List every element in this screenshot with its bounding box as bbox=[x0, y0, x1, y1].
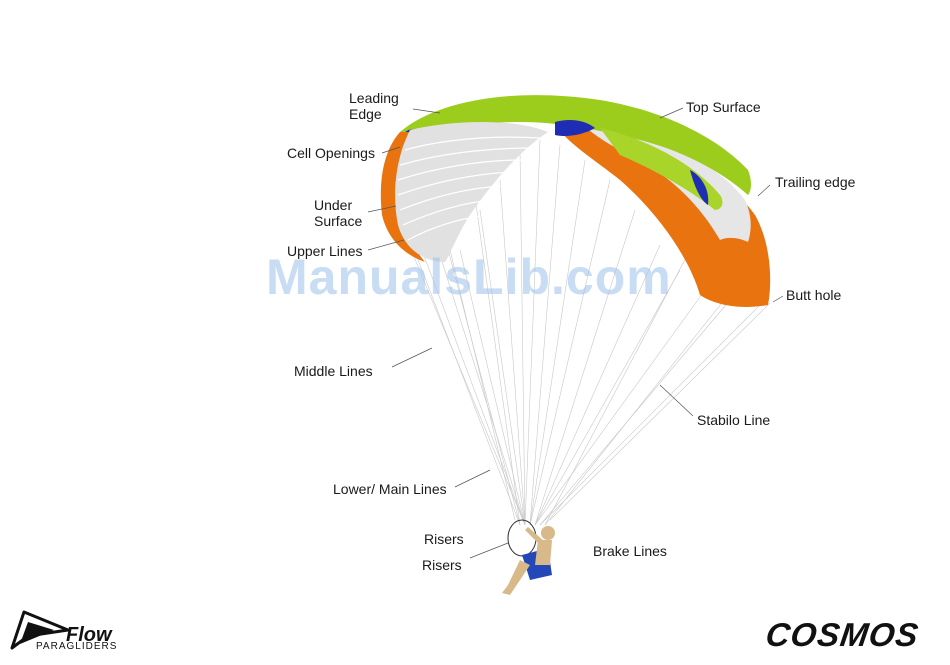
pilot bbox=[502, 520, 555, 595]
label-leading-edge: Leading Edge bbox=[349, 90, 399, 122]
pilot-brake-loop bbox=[508, 520, 536, 556]
cosmos-logo: COSMOS bbox=[763, 616, 921, 654]
label-risers-upper: Risers bbox=[424, 531, 464, 547]
label-under-surface: Under Surface bbox=[314, 197, 362, 229]
label-under-surface-line2: Surface bbox=[314, 213, 362, 229]
label-cell-openings: Cell Openings bbox=[287, 145, 375, 161]
label-butt-hole: Butt hole bbox=[786, 287, 841, 303]
label-upper-lines: Upper Lines bbox=[287, 243, 363, 259]
flow-paragliders-logo: Flow PARAGLIDERS bbox=[10, 608, 140, 654]
flow-logo-subtext: PARAGLIDERS bbox=[36, 641, 117, 652]
label-leading-edge-line1: Leading bbox=[349, 90, 399, 106]
label-under-surface-line1: Under bbox=[314, 197, 362, 213]
label-top-surface: Top Surface bbox=[686, 99, 761, 115]
label-leading-edge-line2: Edge bbox=[349, 106, 399, 122]
pilot-head bbox=[541, 526, 555, 540]
pilot-body bbox=[535, 540, 552, 565]
label-risers-lower: Risers bbox=[422, 557, 462, 573]
label-trailing-edge: Trailing edge bbox=[775, 174, 855, 190]
label-lower-main-lines: Lower/ Main Lines bbox=[333, 481, 447, 497]
label-middle-lines: Middle Lines bbox=[294, 363, 373, 379]
label-stabilo-line: Stabilo Line bbox=[697, 412, 770, 428]
label-brake-lines: Brake Lines bbox=[593, 543, 667, 559]
pilot-legs bbox=[502, 560, 530, 595]
wing-under-surface bbox=[395, 122, 548, 262]
